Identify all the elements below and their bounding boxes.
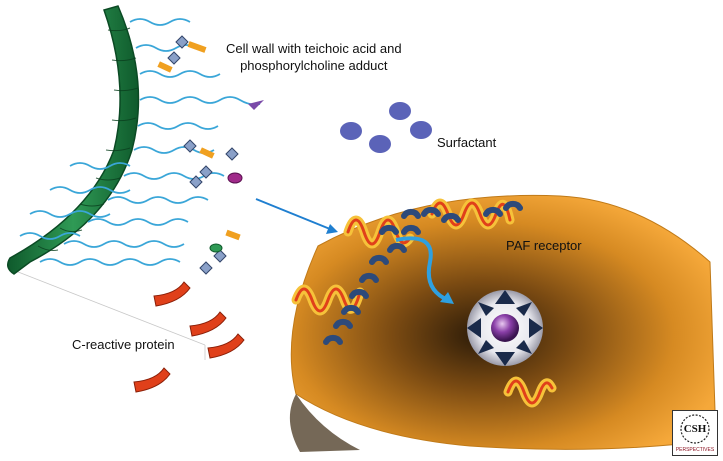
csh-perspectives-logo: CSH PERSPECTIVES — [672, 410, 718, 456]
teichoic-acid-chains — [19, 18, 261, 266]
surfactant-label: Surfactant — [437, 135, 497, 150]
logo-bottom-text: PERSPECTIVES — [676, 447, 715, 453]
logo-top-text: CSH — [684, 423, 707, 435]
receptor-ligands — [323, 200, 523, 345]
internalization-arrow — [395, 236, 454, 304]
surfactant-particles — [340, 102, 432, 153]
bacterial-cell-wall — [7, 5, 140, 275]
paf-receptor-label: PAF receptor — [506, 238, 582, 253]
nucleus — [467, 290, 543, 366]
perspective-lines — [7, 267, 206, 360]
cell-wall-label: Cell wall with teichoic acid and phospho… — [226, 40, 402, 74]
binding-arrow — [255, 198, 338, 234]
c-reactive-protein — [133, 281, 245, 393]
phosphorylcholine-adducts — [157, 35, 264, 275]
cell-wall-label-line2: phosphorylcholine adduct — [240, 58, 388, 73]
cell-wall-label-line1: Cell wall with teichoic acid and — [226, 41, 402, 56]
c-reactive-protein-label: C-reactive protein — [72, 337, 175, 352]
